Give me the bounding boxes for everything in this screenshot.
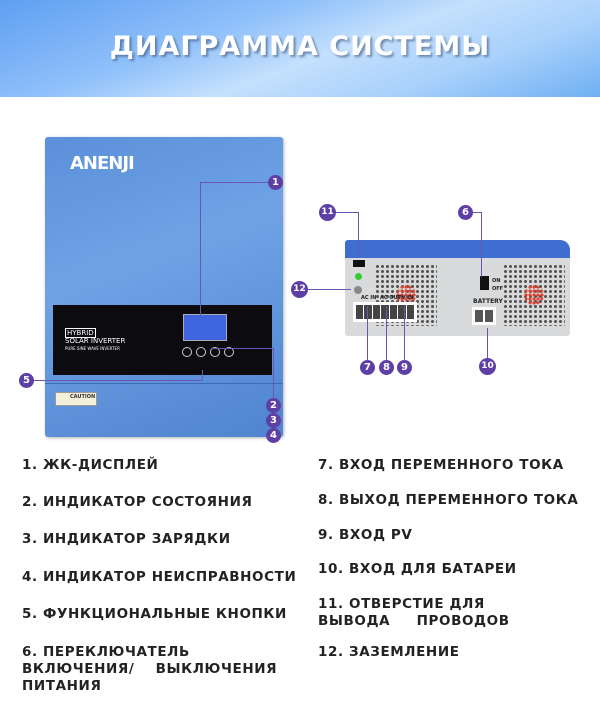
on-label: ON bbox=[492, 278, 501, 284]
ground-screw bbox=[354, 286, 362, 294]
fan-right bbox=[503, 264, 565, 326]
pv-in-label: PV IN bbox=[398, 295, 414, 301]
legend-item: 6. ПЕРЕКЛЮЧАТЕЛЬ ВКЛЮЧЕНИЯ/ ВЫКЛЮЧЕНИЯ П… bbox=[22, 644, 278, 694]
callout-4: 4 bbox=[266, 428, 281, 443]
led-indicator bbox=[355, 273, 362, 280]
legend-item: 5. ФУНКЦИОНАЛЬНЫЕ КНОПКИ bbox=[22, 606, 287, 622]
caution-label: CAUTION bbox=[55, 392, 97, 406]
battery-label: BATTERY bbox=[473, 298, 503, 305]
legend-item: 12. ЗАЗЕМЛЕНИЕ bbox=[318, 644, 460, 660]
callout-12: 12 bbox=[291, 281, 308, 298]
legend-item: 1. ЖК-ДИСПЛЕЙ bbox=[22, 457, 159, 473]
callout-9: 9 bbox=[397, 360, 412, 375]
ac-out-label: AC OUT bbox=[380, 295, 402, 301]
callout-8: 8 bbox=[379, 360, 394, 375]
power-switch bbox=[480, 276, 489, 290]
callout-1: 1 bbox=[268, 175, 283, 190]
callout-6: 6 bbox=[458, 205, 473, 220]
callout-3: 3 bbox=[266, 413, 281, 428]
callout-10: 10 bbox=[479, 358, 496, 375]
legend-item: 4. ИНДИКАТОР НЕИСПРАВНОСТИ bbox=[22, 569, 297, 585]
function-buttons bbox=[182, 347, 234, 357]
wire-outlet bbox=[353, 260, 365, 267]
callout-7: 7 bbox=[360, 360, 375, 375]
terminal-block bbox=[353, 302, 417, 322]
battery-terminal bbox=[472, 307, 496, 325]
legend-item: 10. ВХОД ДЛЯ БАТАРЕИ bbox=[318, 561, 517, 577]
off-label: OFF bbox=[492, 286, 504, 292]
legend-item: 2. ИНДИКАТОР СОСТОЯНИЯ bbox=[22, 494, 253, 510]
brand-logo: ANENJI bbox=[70, 153, 135, 174]
divider bbox=[45, 383, 283, 384]
rear-top-cover bbox=[345, 240, 570, 258]
lcd-display bbox=[183, 314, 227, 341]
page-title: ДИАГРАММА СИСТЕМЫ bbox=[109, 31, 491, 62]
legend-item: 8. ВЫХОД ПЕРЕМЕННОГО ТОКА bbox=[318, 492, 579, 508]
callout-5: 5 bbox=[19, 373, 34, 388]
legend-item: 7. ВХОД ПЕРЕМЕННОГО ТОКА bbox=[318, 457, 564, 473]
ac-in-label: AC IN bbox=[361, 295, 377, 301]
legend-item: 9. ВХОД PV bbox=[318, 527, 413, 543]
legend-item: 3. ИНДИКАТОР ЗАРЯДКИ bbox=[22, 531, 231, 547]
legend-item: 11. ОТВЕРСТИЕ ДЛЯ ВЫВОДА ПРОВОДОВ bbox=[318, 596, 510, 629]
inverter-rear-image: AC IN AC OUT PV IN ON OFF BATTERY bbox=[345, 240, 570, 336]
callout-11: 11 bbox=[319, 204, 336, 221]
header-banner: ДИАГРАММА СИСТЕМЫ bbox=[0, 0, 600, 97]
callout-2: 2 bbox=[266, 398, 281, 413]
